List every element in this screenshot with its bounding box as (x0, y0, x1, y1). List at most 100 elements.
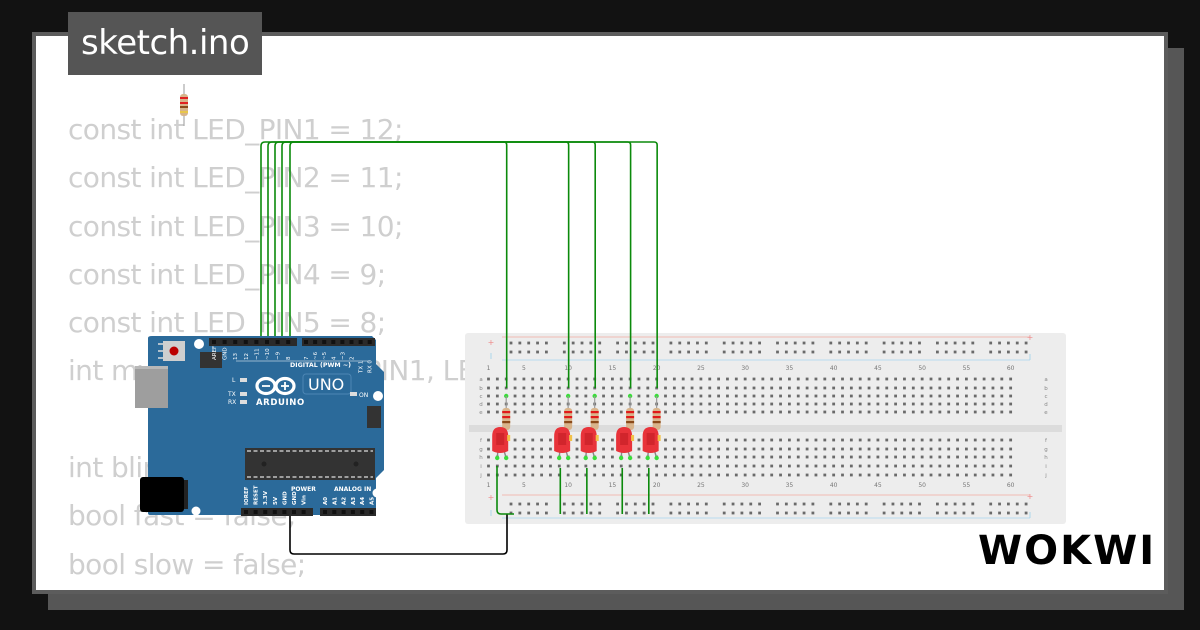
rail-hole[interactable] (855, 350, 859, 354)
rail-hole[interactable] (998, 511, 1001, 515)
breadboard-hole[interactable] (938, 438, 942, 442)
breadboard-hole[interactable] (1009, 473, 1013, 477)
breadboard-hole[interactable] (708, 464, 712, 468)
breadboard-hole[interactable] (1000, 438, 1004, 442)
rail-hole[interactable] (616, 350, 619, 354)
rail-hole[interactable] (882, 511, 886, 515)
header-pin[interactable] (322, 340, 327, 344)
breadboard-hole[interactable] (1000, 394, 1004, 398)
breadboard-hole[interactable] (903, 447, 906, 451)
breadboard-hole[interactable] (487, 473, 490, 477)
breadboard-hole[interactable] (903, 464, 906, 468)
rail-hole[interactable] (918, 341, 921, 345)
breadboard-hole[interactable] (726, 386, 729, 390)
breadboard-hole[interactable] (805, 464, 809, 468)
breadboard-hole[interactable] (743, 386, 747, 390)
breadboard-hole[interactable] (549, 394, 552, 398)
rail-hole[interactable] (749, 350, 753, 354)
breadboard-hole[interactable] (602, 410, 605, 414)
breadboard-hole[interactable] (761, 386, 765, 390)
breadboard-hole[interactable] (495, 377, 499, 381)
rail-hole[interactable] (518, 350, 522, 354)
breadboard-hole[interactable] (779, 377, 782, 381)
breadboard-hole[interactable] (672, 402, 676, 406)
rail-hole[interactable] (545, 511, 548, 515)
breadboard-hole[interactable] (920, 447, 924, 451)
rail-hole[interactable] (838, 511, 842, 515)
breadboard-hole[interactable] (549, 377, 552, 381)
breadboard-hole[interactable] (752, 464, 756, 468)
breadboard-hole[interactable] (991, 438, 995, 442)
breadboard-hole[interactable] (956, 410, 959, 414)
breadboard-hole[interactable] (947, 473, 951, 477)
rail-hole[interactable] (776, 511, 779, 515)
rail-hole[interactable] (633, 341, 637, 345)
breadboard-hole[interactable] (965, 394, 968, 398)
rail-hole[interactable] (829, 350, 833, 354)
breadboard-hole[interactable] (849, 438, 853, 442)
rail-hole[interactable] (998, 341, 1001, 345)
breadboard-hole[interactable] (549, 438, 552, 442)
rail-hole[interactable] (829, 341, 833, 345)
breadboard-hole[interactable] (743, 473, 747, 477)
rail-hole[interactable] (936, 502, 939, 506)
rail-hole[interactable] (811, 350, 815, 354)
rail-hole[interactable] (740, 341, 744, 345)
breadboard-hole[interactable] (1009, 410, 1013, 414)
breadboard-hole[interactable] (991, 473, 995, 477)
breadboard-hole[interactable] (664, 377, 667, 381)
breadboard-hole[interactable] (743, 394, 747, 398)
breadboard-hole[interactable] (920, 394, 924, 398)
breadboard-hole[interactable] (575, 455, 579, 459)
rail-hole[interactable] (802, 502, 806, 506)
breadboard-hole[interactable] (876, 455, 880, 459)
rail-hole[interactable] (971, 341, 975, 345)
breadboard-hole[interactable] (894, 438, 897, 442)
rail-hole[interactable] (545, 502, 548, 506)
rail-hole[interactable] (882, 350, 886, 354)
breadboard-hole[interactable] (743, 402, 747, 406)
resistor[interactable] (502, 408, 511, 430)
breadboard-hole[interactable] (805, 402, 809, 406)
breadboard-hole[interactable] (540, 377, 543, 381)
breadboard-hole[interactable] (575, 377, 579, 381)
breadboard-hole[interactable] (867, 473, 871, 477)
breadboard-hole[interactable] (991, 410, 995, 414)
rail-hole[interactable] (811, 511, 815, 515)
rail-hole[interactable] (536, 350, 539, 354)
breadboard-hole[interactable] (717, 386, 720, 390)
breadboard-hole[interactable] (540, 464, 543, 468)
breadboard-hole[interactable] (832, 455, 836, 459)
signal-wire-led5[interactable] (289, 141, 658, 388)
breadboard-hole[interactable] (637, 473, 641, 477)
rail-hole[interactable] (891, 350, 895, 354)
rail-hole[interactable] (749, 341, 753, 345)
breadboard-hole[interactable] (894, 473, 897, 477)
breadboard-hole[interactable] (885, 386, 889, 390)
breadboard-hole[interactable] (681, 455, 685, 459)
breadboard-hole[interactable] (982, 447, 986, 451)
breadboard-hole[interactable] (903, 473, 906, 477)
rail-hole[interactable] (953, 341, 957, 345)
breadboard-hole[interactable] (522, 447, 526, 451)
breadboard-hole[interactable] (531, 402, 535, 406)
breadboard-hole[interactable] (779, 438, 782, 442)
breadboard-hole[interactable] (531, 438, 535, 442)
led-assembly-led5[interactable] (642, 393, 661, 461)
rail-hole[interactable] (536, 341, 539, 345)
breadboard-hole[interactable] (717, 377, 720, 381)
rail-hole[interactable] (1024, 350, 1028, 354)
rail-hole[interactable] (1007, 511, 1010, 515)
power-header[interactable] (241, 508, 313, 516)
breadboard-hole[interactable] (619, 410, 623, 414)
rail-hole[interactable] (625, 341, 628, 345)
rail-hole[interactable] (1024, 341, 1028, 345)
rail-hole[interactable] (642, 350, 646, 354)
rail-hole[interactable] (847, 341, 850, 345)
rail-hole[interactable] (527, 350, 531, 354)
breadboard-hole[interactable] (973, 377, 977, 381)
breadboard-hole[interactable] (832, 386, 836, 390)
breadboard-hole[interactable] (894, 394, 897, 398)
rail-hole[interactable] (518, 341, 522, 345)
rail-hole[interactable] (1007, 341, 1010, 345)
